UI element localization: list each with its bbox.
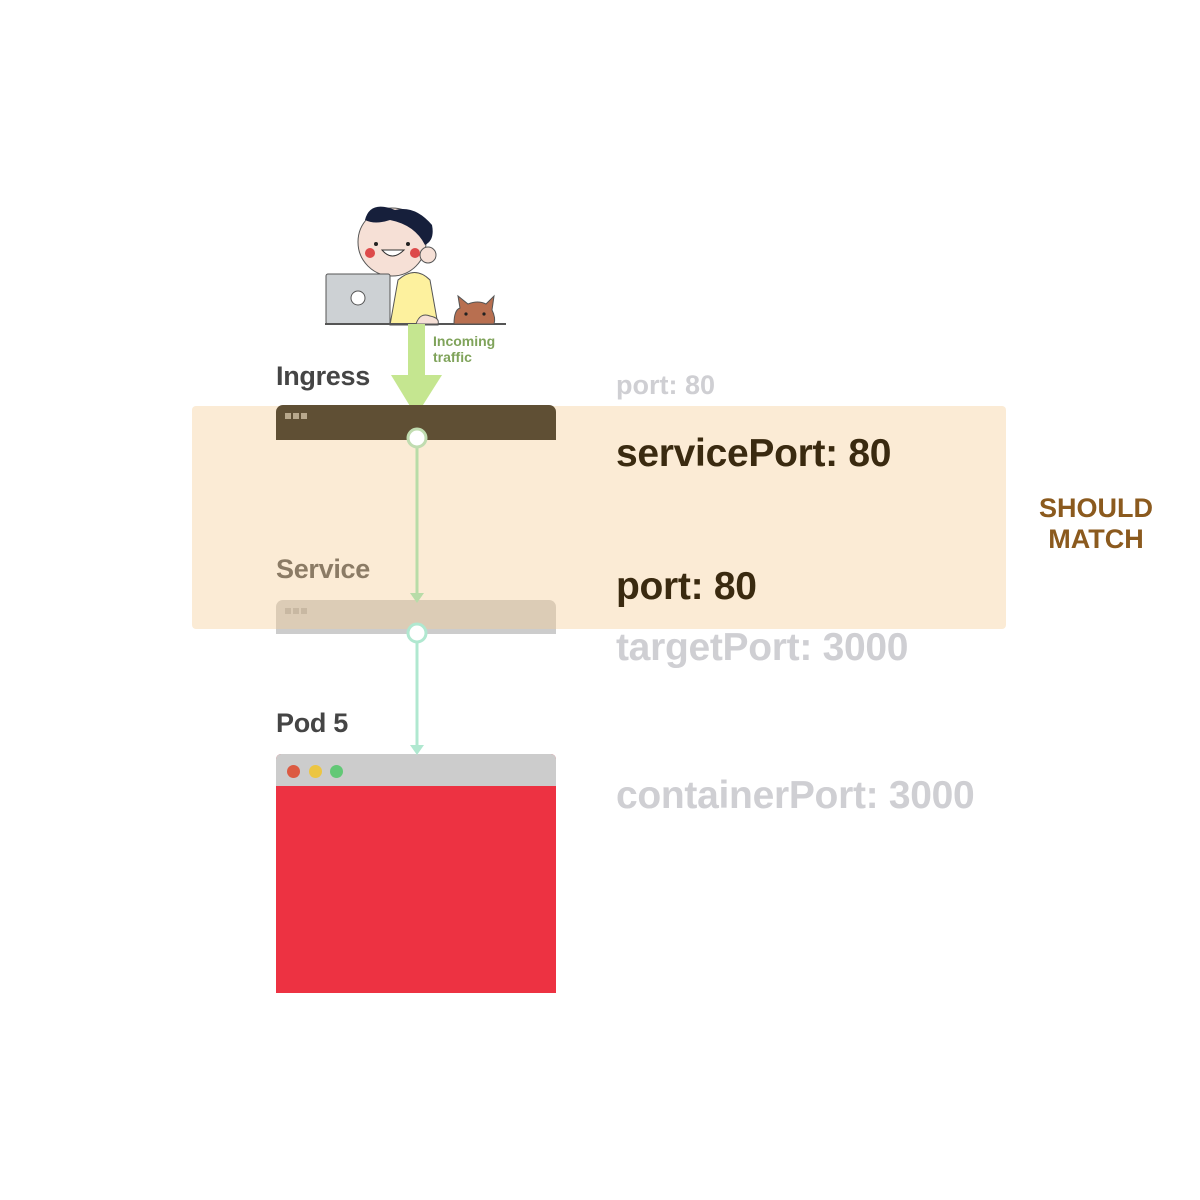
ingress-port-node [406,427,428,449]
ingress-title: Ingress [276,361,370,391]
user-with-laptop-and-cat-illustration [325,206,506,326]
target-port-label: targetPort: 3000 [616,626,909,669]
service-port-value-label: port: 80 [616,565,757,608]
incoming-traffic-arrow [391,324,442,416]
pod-window-titlebar [276,754,556,786]
should-match-line1: SHOULD [1039,493,1153,523]
connector-lines [406,427,428,755]
maximize-dot-icon [330,765,343,778]
ingress-port-label: port: 80 [616,370,716,400]
incoming-traffic-label: Incoming traffic [433,333,496,365]
should-match-line2: MATCH [1048,524,1144,554]
container-port-label: containerPort: 3000 [616,774,975,817]
window-dots-icon [285,413,307,419]
close-dot-icon [287,765,300,778]
service-port-label: servicePort: 80 [616,432,892,475]
pod-window[interactable] [276,754,556,993]
port-match-highlight [192,406,1006,629]
service-port-node [406,622,428,644]
pod-title: Pod 5 [276,708,349,738]
should-match-note: SHOULD MATCH [1020,493,1172,555]
minimize-dot-icon [309,765,322,778]
window-dots-icon [285,608,307,614]
service-title: Service [276,554,370,584]
